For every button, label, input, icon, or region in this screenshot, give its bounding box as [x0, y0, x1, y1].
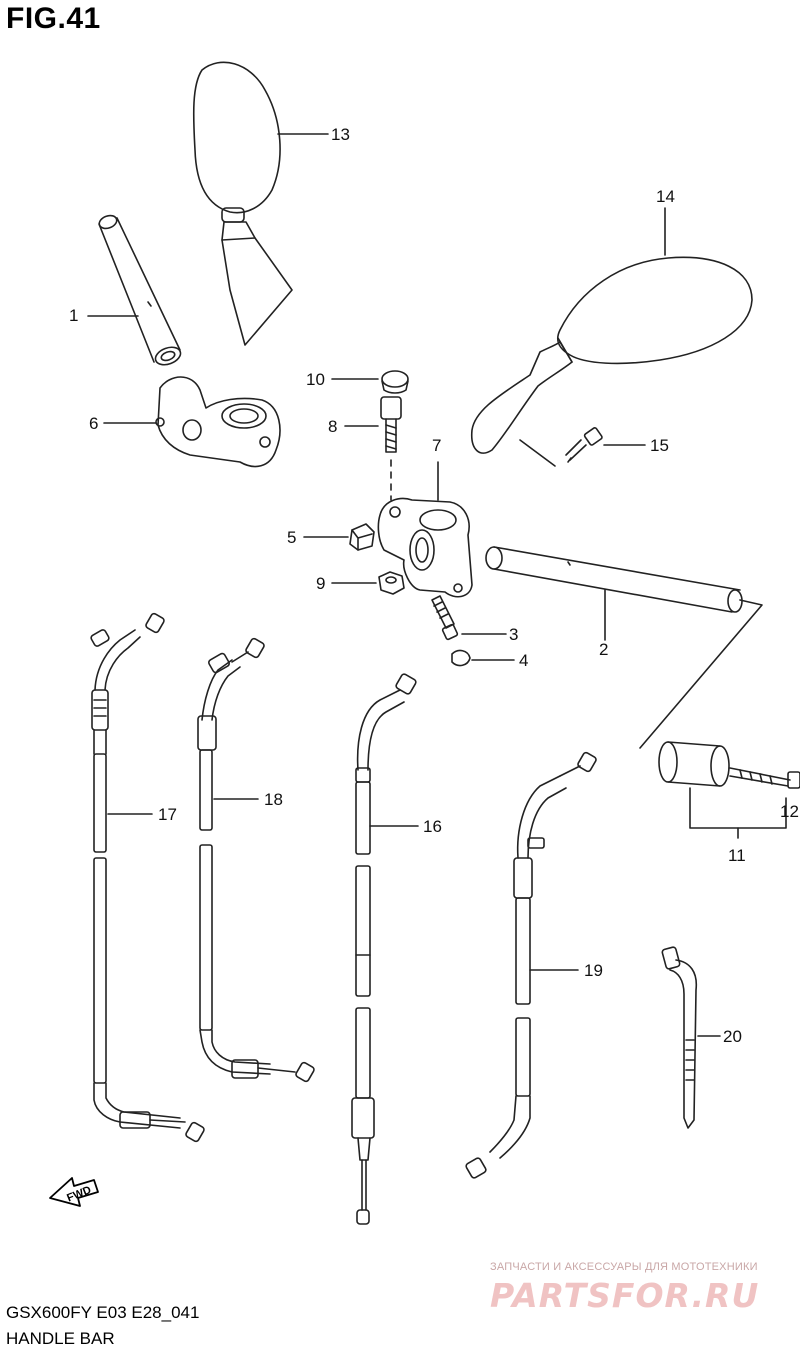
- fwd-arrow-icon: FWD: [49, 1177, 99, 1207]
- part-6-clamp-left[interactable]: [155, 376, 281, 468]
- part-7-clamp-right[interactable]: [377, 497, 473, 598]
- callout-8[interactable]: 8: [328, 417, 338, 436]
- callout-18[interactable]: 18: [264, 790, 283, 809]
- callout-12[interactable]: 12: [780, 802, 799, 821]
- callout-4[interactable]: 4: [519, 651, 529, 670]
- callout-19[interactable]: 19: [584, 961, 603, 980]
- callout-10[interactable]: 10: [306, 370, 325, 389]
- part-13-mirror-left[interactable]: [192, 61, 293, 346]
- callout-7[interactable]: 7: [432, 436, 442, 455]
- part-11-bar-end-weight[interactable]: [658, 741, 730, 787]
- callout-6[interactable]: 6: [89, 414, 99, 433]
- callout-17[interactable]: 17: [158, 805, 177, 824]
- part-2-handlebar-tube-right[interactable]: [485, 546, 763, 749]
- part-12-bar-end-screw[interactable]: [729, 767, 800, 789]
- part-3-bolt[interactable]: [431, 595, 459, 641]
- callout-11[interactable]: 11: [728, 846, 746, 865]
- callout-1[interactable]: 1: [69, 306, 79, 325]
- part-20-cable-tie[interactable]: [661, 946, 698, 1129]
- callout-15[interactable]: 15: [650, 436, 669, 455]
- callout-13[interactable]: 13: [331, 125, 350, 144]
- part-14-mirror-right[interactable]: [470, 256, 753, 467]
- part-15-screw[interactable]: [565, 427, 603, 463]
- part-4-cap[interactable]: [451, 649, 471, 667]
- figure-title: FIG.41: [6, 2, 101, 35]
- part-1-handlebar-tube-left[interactable]: [97, 213, 182, 368]
- part-16-cable[interactable]: [351, 673, 417, 1225]
- model-code: GSX600FY E03 E28_041: [6, 1303, 200, 1322]
- callout-2[interactable]: 2: [599, 640, 609, 659]
- part-9-nut[interactable]: [378, 571, 405, 595]
- callout-5[interactable]: 5: [287, 528, 297, 547]
- watermark-tagline: ЗАПЧАСТИ И АКСЕССУАРЫ ДЛЯ МОТОТЕХНИКИ: [490, 1261, 758, 1273]
- part-17-cable[interactable]: [90, 612, 205, 1143]
- callout-9[interactable]: 9: [316, 574, 326, 593]
- callout-20[interactable]: 20: [723, 1027, 742, 1046]
- section-name: HANDLE BAR: [6, 1329, 115, 1348]
- part-8-bolt[interactable]: [380, 396, 402, 501]
- part-5-nut[interactable]: [349, 523, 375, 551]
- callout-3[interactable]: 3: [509, 625, 519, 644]
- callout-16[interactable]: 16: [423, 817, 442, 836]
- part-10-cap[interactable]: [381, 370, 409, 394]
- part-19-cable[interactable]: [465, 751, 597, 1179]
- part-18-cable[interactable]: [197, 637, 315, 1083]
- callout-14[interactable]: 14: [656, 187, 675, 206]
- watermark-logo: PARTSFOR.RU: [490, 1276, 760, 1315]
